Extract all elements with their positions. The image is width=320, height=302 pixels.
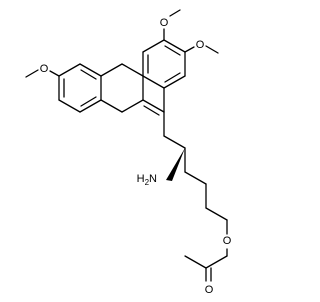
bond: [49, 70, 60, 77]
acetate-group: O O: [184, 235, 232, 296]
bond: [142, 99, 165, 113]
methoxy-right: O: [184, 39, 219, 54]
bond: [205, 207, 228, 221]
bond: [169, 9, 181, 17]
bond: [184, 255, 207, 269]
methoxy-top-oxygen-label: O: [160, 17, 169, 29]
double-bond: [143, 105, 160, 116]
bond: [163, 75, 186, 89]
methoxy-left: O: [25, 63, 60, 78]
bond: [142, 75, 165, 89]
side-chain: [163, 111, 228, 235]
methoxy-left-oxygen-label: O: [40, 63, 49, 75]
ring-middle: [100, 63, 165, 116]
bond: [100, 99, 123, 113]
methoxy-top: O: [160, 9, 181, 41]
ring-upper: [142, 39, 186, 89]
chemical-structure: O O O H2N O O: [25, 9, 232, 296]
double-bond: [164, 72, 181, 83]
bond: [142, 39, 165, 53]
bond: [163, 39, 186, 53]
methoxy-right-oxygen-label: O: [196, 39, 205, 51]
double-bond: [80, 96, 97, 107]
bond: [25, 69, 39, 78]
double-bond: [80, 69, 97, 80]
bond: [184, 46, 195, 53]
double-bond: [164, 45, 181, 56]
stereo-wedge: [166, 148, 185, 181]
bond: [121, 63, 144, 77]
ring-left: [58, 63, 102, 113]
bond: [100, 63, 123, 77]
amine-label: H2N: [137, 173, 157, 187]
bond: [184, 171, 207, 185]
bond: [121, 99, 144, 113]
bond: [163, 135, 186, 149]
bond: [58, 99, 81, 113]
ester-oxygen-label: O: [223, 235, 232, 247]
bond: [79, 99, 102, 113]
bond: [58, 63, 81, 77]
bond: [79, 63, 102, 77]
bond: [205, 45, 219, 54]
carbonyl-oxygen-label: O: [205, 284, 214, 296]
bond: [205, 255, 228, 269]
